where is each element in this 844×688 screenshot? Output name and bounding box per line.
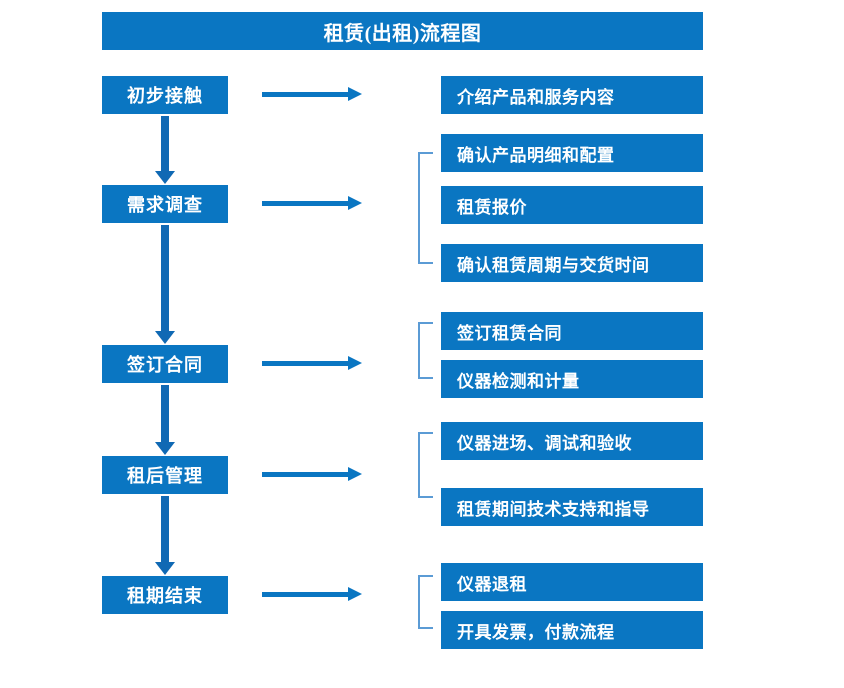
arrow-head — [155, 171, 175, 184]
arrow-shaft — [161, 496, 169, 562]
flow-arrow-management-to-details — [262, 467, 362, 481]
arrow-shaft — [262, 592, 350, 597]
group-bracket-sign-contract — [418, 322, 433, 379]
group-bracket-lease-end — [418, 575, 433, 629]
flow-arrow-contact-to-details — [262, 87, 362, 101]
detail-box-instrument-return[interactable]: 仪器退租 — [441, 563, 703, 601]
arrow-head — [348, 467, 362, 481]
group-bracket-post-rental-mgmt — [418, 432, 433, 498]
connector-arrow-contact-to-survey — [155, 116, 175, 184]
connector-arrow-survey-to-contract — [155, 225, 175, 344]
arrow-shaft — [262, 201, 350, 206]
detail-box-invoice-payment[interactable]: 开具发票，付款流程 — [441, 611, 703, 649]
detail-box-introduce-products[interactable]: 介绍产品和服务内容 — [441, 76, 703, 114]
stage-box-needs-survey[interactable]: 需求调查 — [102, 185, 228, 223]
detail-box-rental-quotation[interactable]: 租赁报价 — [441, 186, 703, 224]
arrow-shaft — [262, 92, 350, 97]
arrow-head — [155, 442, 175, 455]
arrow-shaft — [262, 361, 350, 366]
arrow-head — [348, 87, 362, 101]
connector-arrow-management-to-end — [155, 496, 175, 575]
detail-box-instrument-onsite-commissioning[interactable]: 仪器进场、调试和验收 — [441, 422, 703, 460]
detail-box-confirm-lease-period[interactable]: 确认租赁周期与交货时间 — [441, 244, 703, 282]
arrow-shaft — [262, 472, 350, 477]
arrow-head — [348, 587, 362, 601]
flow-arrow-end-to-details — [262, 587, 362, 601]
detail-box-instrument-inspection[interactable]: 仪器检测和计量 — [441, 360, 703, 398]
arrow-head — [348, 356, 362, 370]
detail-box-technical-support[interactable]: 租赁期间技术支持和指导 — [441, 488, 703, 526]
detail-box-confirm-product-spec[interactable]: 确认产品明细和配置 — [441, 134, 703, 172]
stage-box-sign-contract[interactable]: 签订合同 — [102, 345, 228, 383]
flow-arrow-contract-to-details — [262, 356, 362, 370]
connector-arrow-contract-to-management — [155, 385, 175, 455]
arrow-shaft — [161, 116, 169, 171]
flowchart-title: 租赁(出租)流程图 — [102, 12, 703, 50]
stage-box-post-rental-mgmt[interactable]: 租后管理 — [102, 456, 228, 494]
flow-arrow-survey-to-details — [262, 196, 362, 210]
arrow-head — [155, 562, 175, 575]
arrow-head — [348, 196, 362, 210]
stage-box-lease-end[interactable]: 租期结束 — [102, 576, 228, 614]
group-bracket-needs-survey — [418, 152, 433, 264]
stage-box-initial-contact[interactable]: 初步接触 — [102, 76, 228, 114]
arrow-head — [155, 331, 175, 344]
arrow-shaft — [161, 385, 169, 442]
detail-box-sign-lease-agreement[interactable]: 签订租赁合同 — [441, 312, 703, 350]
arrow-shaft — [161, 225, 169, 331]
